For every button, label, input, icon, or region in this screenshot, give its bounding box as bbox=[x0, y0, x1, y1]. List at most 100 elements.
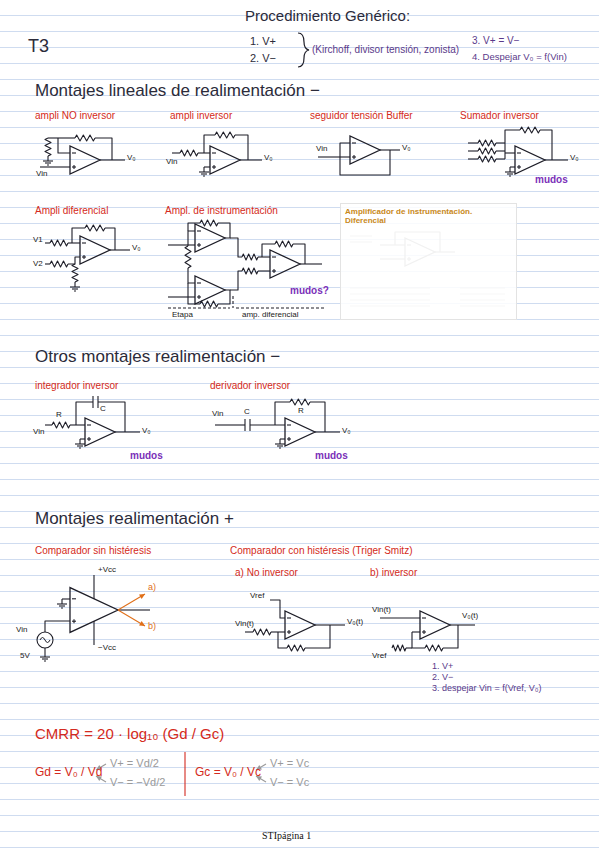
wire bbox=[45, 162, 51, 163]
note-text: Gc = V₀ / Vc bbox=[195, 766, 261, 779]
note-text: b) bbox=[148, 622, 156, 632]
arrow-head bbox=[139, 594, 145, 599]
wire bbox=[232, 296, 233, 308]
wire bbox=[509, 167, 510, 172]
circuit-title: seguidor tensión Buffer bbox=[310, 110, 441, 121]
wire bbox=[50, 240, 68, 246]
signal-label: Vin(t) bbox=[235, 620, 254, 629]
opamp-symbol bbox=[70, 146, 100, 174]
circuit-title: Ampli diferencial bbox=[35, 205, 161, 216]
wire bbox=[213, 165, 214, 169]
wire bbox=[275, 402, 290, 425]
signal-label: V₀ bbox=[142, 427, 151, 436]
wire bbox=[197, 230, 201, 231]
note-text: mudos bbox=[535, 174, 568, 185]
wire bbox=[310, 402, 325, 432]
wire bbox=[93, 621, 94, 645]
circuit-panel: Comparador sin histéresis bbox=[12, 545, 182, 670]
circuit-panel: Ampl. de instrumentaciónmudos? bbox=[165, 205, 341, 325]
wire bbox=[230, 238, 242, 257]
signal-label: V₀ bbox=[402, 144, 411, 153]
wire bbox=[43, 160, 53, 161]
wire bbox=[200, 301, 218, 307]
circuit-panel: a) No inversor bbox=[235, 567, 366, 659]
wire bbox=[275, 443, 285, 444]
wire bbox=[172, 152, 180, 153]
wire bbox=[72, 152, 76, 153]
wire bbox=[75, 135, 95, 141]
circuit-title: Amplificador de instrumentación. Diferen… bbox=[341, 204, 516, 228]
wire bbox=[45, 621, 70, 632]
brace bbox=[298, 33, 309, 67]
wire bbox=[188, 283, 200, 304]
wire bbox=[293, 244, 305, 264]
circuit-panel: derivador inversormudos bbox=[210, 380, 366, 460]
signal-label: V₀ bbox=[342, 427, 351, 436]
opamp-symbol bbox=[195, 224, 225, 252]
opamp-symbol bbox=[210, 146, 240, 174]
signal-label: V2 bbox=[33, 260, 43, 269]
wire bbox=[504, 143, 505, 159]
wire bbox=[45, 263, 50, 264]
wire bbox=[198, 295, 199, 299]
wire bbox=[95, 138, 112, 160]
wire bbox=[540, 130, 552, 160]
wire bbox=[203, 175, 205, 176]
wire bbox=[277, 445, 283, 446]
opamp-symbol bbox=[420, 611, 450, 639]
wire bbox=[73, 619, 74, 623]
wire bbox=[57, 603, 67, 604]
wire bbox=[50, 261, 68, 267]
signal-label: Vin bbox=[166, 158, 177, 167]
circuit-title: ampli inversor bbox=[170, 110, 296, 121]
wire bbox=[115, 431, 140, 432]
signal-label: C bbox=[100, 405, 106, 414]
wire bbox=[380, 617, 420, 618]
wire bbox=[478, 148, 496, 154]
wire bbox=[61, 599, 62, 604]
wire bbox=[412, 631, 420, 632]
wire bbox=[79, 439, 80, 444]
wire bbox=[47, 164, 49, 165]
wire bbox=[279, 439, 280, 444]
wire bbox=[59, 605, 65, 606]
circuit-panel: integrador inversormudos bbox=[35, 380, 186, 460]
wire bbox=[353, 155, 354, 159]
note-text: V+ = Vc bbox=[270, 757, 309, 769]
wire bbox=[83, 255, 84, 259]
wire bbox=[242, 268, 258, 274]
wire bbox=[218, 223, 230, 238]
voltage-source bbox=[37, 632, 53, 648]
wire bbox=[425, 645, 443, 651]
circuit-panel: Ampli diferencial bbox=[35, 205, 161, 295]
wire bbox=[244, 419, 245, 431]
wire bbox=[517, 152, 521, 153]
wire bbox=[48, 137, 58, 138]
wire bbox=[72, 288, 78, 289]
wire bbox=[305, 625, 330, 648]
wire bbox=[45, 424, 52, 425]
signal-label: Vref bbox=[250, 592, 264, 601]
wire bbox=[168, 244, 195, 245]
wire bbox=[287, 645, 305, 651]
wire bbox=[197, 282, 201, 283]
circuit-title: ampli NO inversor bbox=[35, 110, 166, 121]
wire bbox=[47, 156, 48, 161]
circuit-title: Sumador inversor bbox=[460, 110, 591, 121]
wire bbox=[258, 270, 270, 271]
wire bbox=[288, 630, 289, 634]
circuit-title: b) inversor bbox=[370, 567, 501, 578]
page-title: T3 bbox=[28, 36, 49, 57]
wire bbox=[545, 159, 568, 160]
note-text: 3. despejar Vin = f(Vref, V₀) bbox=[432, 684, 542, 694]
wire bbox=[88, 437, 89, 441]
opamp-symbol bbox=[270, 250, 300, 278]
wire bbox=[52, 422, 70, 428]
wire bbox=[318, 156, 350, 157]
wire bbox=[188, 223, 200, 231]
wire bbox=[478, 156, 496, 162]
signal-label: V1 bbox=[33, 236, 43, 245]
wire bbox=[98, 402, 125, 432]
wire bbox=[44, 648, 45, 652]
wire bbox=[70, 424, 85, 425]
